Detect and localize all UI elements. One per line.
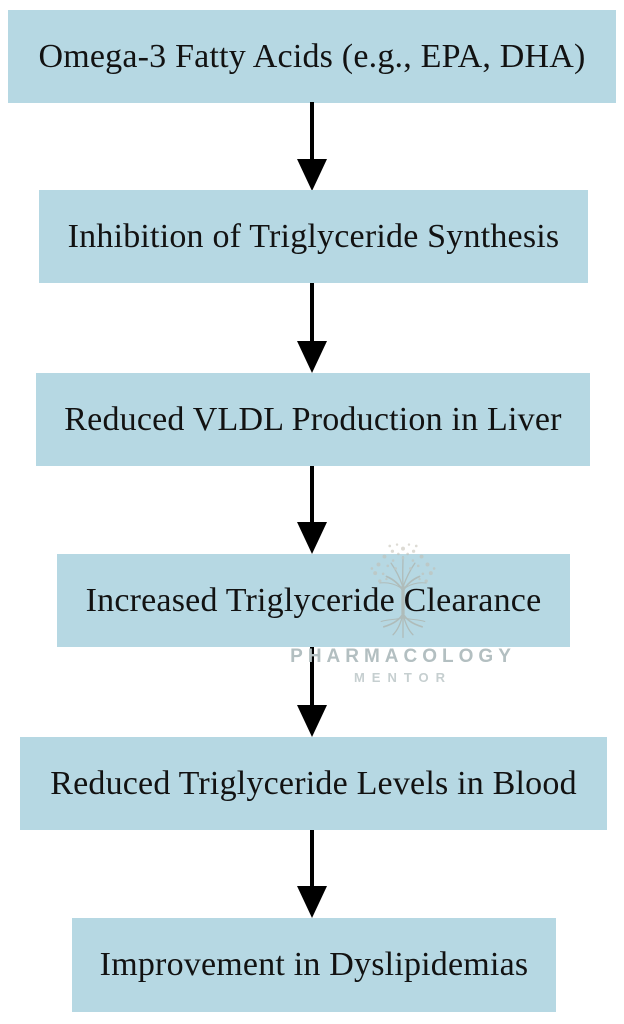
watermark-brand-subtitle: MENTOR: [353, 670, 453, 685]
down-arrow: [297, 466, 327, 554]
down-arrow: [297, 283, 327, 373]
arrow-head-icon: [297, 341, 327, 373]
arrow-head-icon: [297, 522, 327, 554]
flow-step-label: Increased Triglyceride Clearance: [85, 581, 542, 619]
arrow-shaft: [310, 647, 314, 705]
arrow-shaft: [310, 283, 314, 341]
flow-step-increased-clearance: Increased Triglyceride Clearance: [57, 554, 570, 647]
arrow-shaft: [310, 830, 314, 886]
flow-step-reduced-blood-levels: Reduced Triglyceride Levels in Blood: [20, 737, 607, 830]
flow-step-reduced-vldl: Reduced VLDL Production in Liver: [36, 373, 590, 466]
flow-step-label: Omega-3 Fatty Acids (e.g., EPA, DHA): [38, 37, 586, 75]
down-arrow: [297, 102, 327, 191]
arrow-head-icon: [297, 705, 327, 737]
down-arrow: [297, 830, 327, 918]
down-arrow: [297, 647, 327, 737]
flow-step-omega3: Omega-3 Fatty Acids (e.g., EPA, DHA): [8, 10, 616, 103]
flow-step-label: Inhibition of Triglyceride Synthesis: [67, 217, 560, 255]
arrow-shaft: [310, 102, 314, 159]
flow-step-label: Improvement in Dyslipidemias: [99, 946, 529, 983]
arrow-head-icon: [297, 886, 327, 918]
arrow-shaft: [310, 466, 314, 522]
flow-step-inhibition-synthesis: Inhibition of Triglyceride Synthesis: [39, 190, 588, 283]
flow-step-label: Reduced Triglyceride Levels in Blood: [50, 764, 577, 802]
flow-step-improvement-dyslipidemias: Improvement in Dyslipidemias: [72, 918, 556, 1012]
arrow-head-icon: [297, 159, 327, 191]
flow-step-label: Reduced VLDL Production in Liver: [64, 400, 562, 438]
